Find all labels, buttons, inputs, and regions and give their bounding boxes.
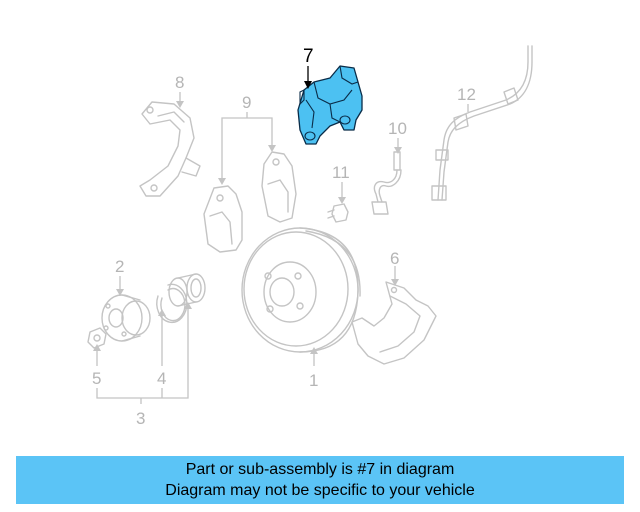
part-splash-shield[interactable] — [351, 281, 437, 365]
callout-number-2: 2 — [115, 257, 124, 276]
callout-number-4: 4 — [157, 369, 166, 388]
callout-number-8: 8 — [175, 73, 184, 92]
callout-number-9: 9 — [242, 93, 251, 112]
part-caliper-bracket[interactable] — [139, 101, 201, 197]
part-wear-sensor[interactable] — [431, 45, 533, 201]
part-hub-nut[interactable] — [87, 327, 107, 349]
callout-number-7: 7 — [303, 46, 314, 67]
part-brake-caliper-highlighted[interactable] — [297, 65, 363, 145]
banner-line-disclaimer: Diagram may not be specific to your vehi… — [165, 482, 475, 499]
part-bleeder-valve[interactable] — [327, 203, 349, 223]
callout-number-1: 1 — [309, 371, 318, 390]
banner-line-part-number: Part or sub-assembly is #7 in diagram — [185, 461, 455, 478]
callout-number-10: 10 — [388, 119, 407, 138]
part-wheel-hub[interactable] — [101, 294, 151, 342]
part-brake-hose[interactable] — [371, 151, 402, 215]
callout-number-6: 6 — [390, 249, 399, 268]
info-banner: Part or sub-assembly is #7 in diagram Di… — [16, 456, 624, 504]
callout-number-11: 11 — [332, 163, 350, 182]
callout-number-12: 12 — [457, 85, 476, 104]
parts-diagram: 1 2 3 4 5 6 7 8 9 10 11 12 — [87, 45, 533, 428]
part-brake-rotor[interactable] — [241, 227, 361, 353]
callout-leaders — [93, 66, 469, 404]
part-brake-pads[interactable] — [203, 151, 297, 253]
callout-number-5: 5 — [92, 369, 101, 388]
callout-number-3: 3 — [136, 409, 145, 428]
